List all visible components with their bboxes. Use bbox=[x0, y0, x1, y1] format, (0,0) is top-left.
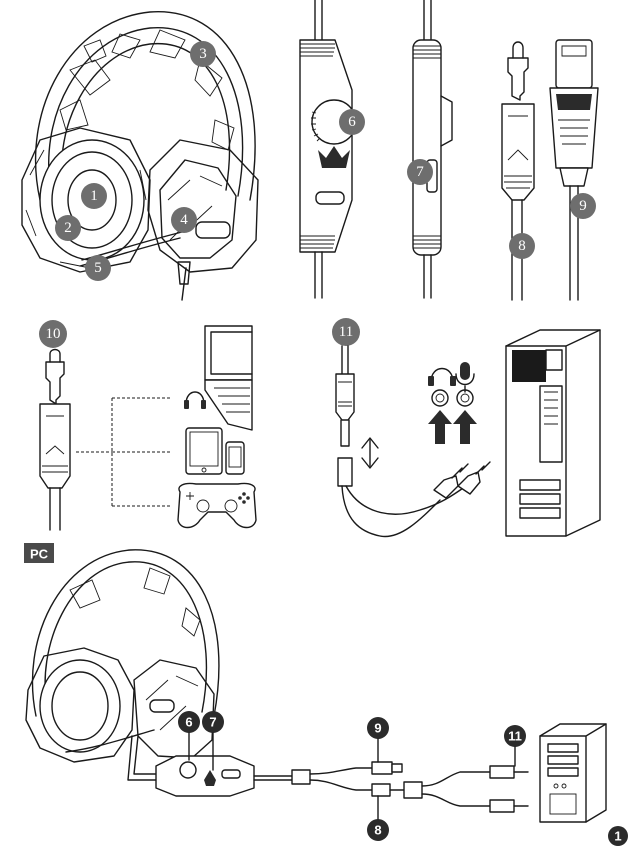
pc-marker-11 bbox=[504, 725, 526, 747]
pc-marker-11-label: 11 bbox=[508, 729, 522, 744]
marker-11-label: 11 bbox=[339, 324, 353, 340]
marker-7-label: 7 bbox=[416, 164, 424, 180]
pc-marker-9 bbox=[367, 717, 389, 739]
marker-2 bbox=[55, 215, 81, 241]
tablet bbox=[185, 427, 223, 475]
pc-marker-8 bbox=[367, 819, 389, 841]
marker-1-label: 1 bbox=[90, 188, 98, 204]
double-arrow-icon bbox=[361, 437, 379, 469]
usb-plug: 9 bbox=[549, 39, 599, 301]
volume-wheel-control: 6 bbox=[299, 0, 365, 299]
pc-section-label: PC bbox=[30, 547, 49, 562]
3.5mm-plug: 8 bbox=[501, 41, 535, 301]
splitter-cable: 11 bbox=[332, 318, 491, 538]
marker-4-label: 4 bbox=[180, 212, 188, 228]
marker-8 bbox=[509, 233, 535, 259]
marker-6 bbox=[339, 109, 365, 135]
pc-marker-6 bbox=[178, 711, 200, 733]
pc-section: PC bbox=[24, 543, 607, 841]
headphone-icon bbox=[428, 367, 456, 386]
pc-marker-7-label: 7 bbox=[209, 715, 216, 730]
phone bbox=[225, 441, 245, 475]
marker-6-label: 6 bbox=[348, 114, 356, 130]
marker-5-label: 5 bbox=[94, 260, 102, 276]
headset-illustration: 1 2 3 4 5 bbox=[21, 11, 259, 301]
microphone-icon bbox=[455, 362, 475, 393]
marker-4 bbox=[171, 207, 197, 233]
marker-11 bbox=[332, 318, 360, 346]
page-number-badge bbox=[608, 826, 628, 846]
pc-marker-6-label: 6 bbox=[185, 715, 192, 730]
game-controller bbox=[177, 482, 257, 529]
marker-7 bbox=[407, 159, 433, 185]
marker-10 bbox=[39, 320, 67, 348]
pc-tower bbox=[505, 329, 601, 537]
device-compatibility: 10 bbox=[39, 320, 257, 531]
marker-9-label: 9 bbox=[579, 198, 587, 214]
marker-5 bbox=[85, 255, 111, 281]
marker-2-label: 2 bbox=[64, 220, 72, 236]
pc-tower-small bbox=[539, 723, 607, 823]
pc-marker-7 bbox=[202, 711, 224, 733]
marker-1 bbox=[81, 183, 107, 209]
marker-3-label: 3 bbox=[199, 46, 207, 62]
pc-marker-9-label: 9 bbox=[374, 721, 381, 736]
marker-10-label: 10 bbox=[46, 326, 61, 342]
marker-9 bbox=[570, 193, 596, 219]
marker-3 bbox=[190, 41, 216, 67]
marker-8-label: 8 bbox=[518, 238, 526, 254]
pc-section-badge bbox=[24, 543, 54, 563]
mic-mute-switch: 7 bbox=[407, 0, 453, 299]
pc-marker-8-label: 8 bbox=[374, 823, 381, 838]
laptop bbox=[204, 325, 253, 431]
page-number: 1 bbox=[614, 829, 621, 844]
